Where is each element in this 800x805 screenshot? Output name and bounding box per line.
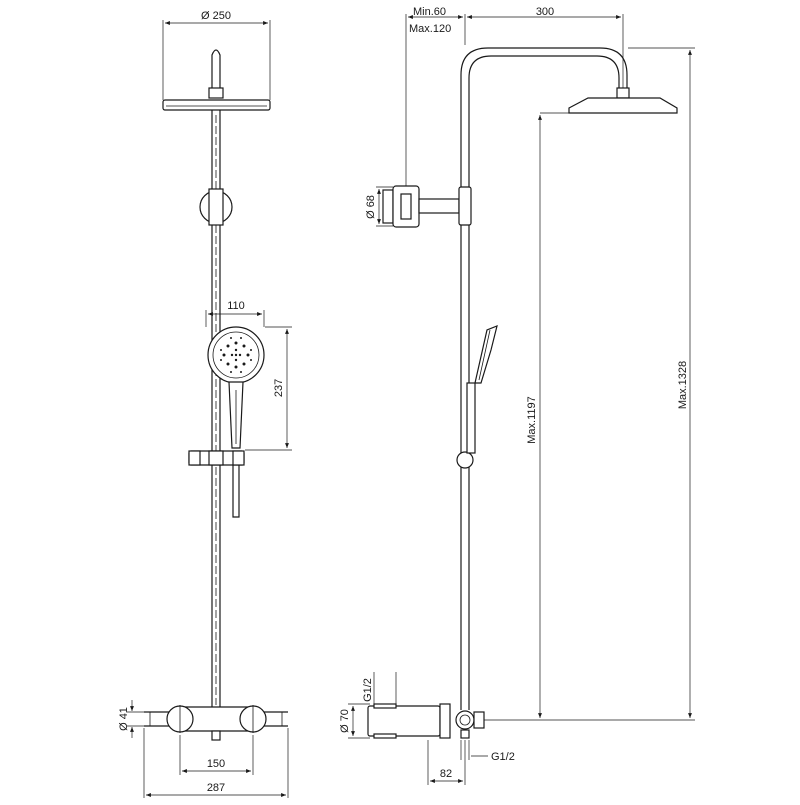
mixer-body-side <box>367 703 485 739</box>
thread-top-label: G1/2 <box>362 678 374 702</box>
arm-dimensions: Min.60 Max.120 300 <box>405 6 624 190</box>
inlet-diameter-dimension: Ø 41 <box>118 700 146 738</box>
height-dimensions: Max.1197 Max.1328 <box>472 47 695 721</box>
slider-holder-front <box>188 450 245 466</box>
head-diameter-dimension: Ø 250 <box>162 9 271 100</box>
overall-width-label: 287 <box>207 782 225 794</box>
handshower-side <box>456 325 498 469</box>
wall-bracket-front <box>199 188 233 226</box>
shower-head-side <box>568 87 678 114</box>
arm-max-label: Max.120 <box>409 23 451 35</box>
thread-bottom-label: G1/2 <box>491 751 515 763</box>
inlet-diameter-label: Ø 41 <box>118 707 130 731</box>
height-total-label: Max.1328 <box>677 361 689 409</box>
handshower-width-dimension: 110 <box>205 300 265 327</box>
handshower-nozzles <box>220 337 252 373</box>
valve-diameter-label: Ø 70 <box>339 709 351 733</box>
valve-dimensions: Ø 70 G1/2 G1/2 82 <box>339 672 515 785</box>
front-view: Ø 250 <box>118 9 292 798</box>
side-view: Min.60 Max.120 300 Ø 68 <box>339 6 695 785</box>
wall-bracket-side: Ø 68 <box>365 185 472 228</box>
head-diameter-label: Ø 250 <box>201 10 231 22</box>
height-head-label: Max.1197 <box>526 396 538 444</box>
inlet-centres-dimension: 150 <box>179 735 254 775</box>
arm-length-label: 300 <box>536 6 554 18</box>
handshower-height-label: 237 <box>273 379 285 397</box>
handshower-width-label: 110 <box>227 300 245 312</box>
wall-offset-label: 82 <box>440 768 452 780</box>
bracket-diameter-label: Ø 68 <box>365 195 377 219</box>
mixer-body-front <box>144 705 288 741</box>
riser-rail-side <box>460 47 628 710</box>
handshower-height-dimension: 237 <box>245 326 292 451</box>
arm-min-label: Min.60 <box>413 6 446 18</box>
handshower-front <box>207 326 265 518</box>
overall-width-dimension: 287 <box>143 728 289 798</box>
inlet-centres-label: 150 <box>207 758 225 770</box>
shower-head-front <box>162 49 271 111</box>
